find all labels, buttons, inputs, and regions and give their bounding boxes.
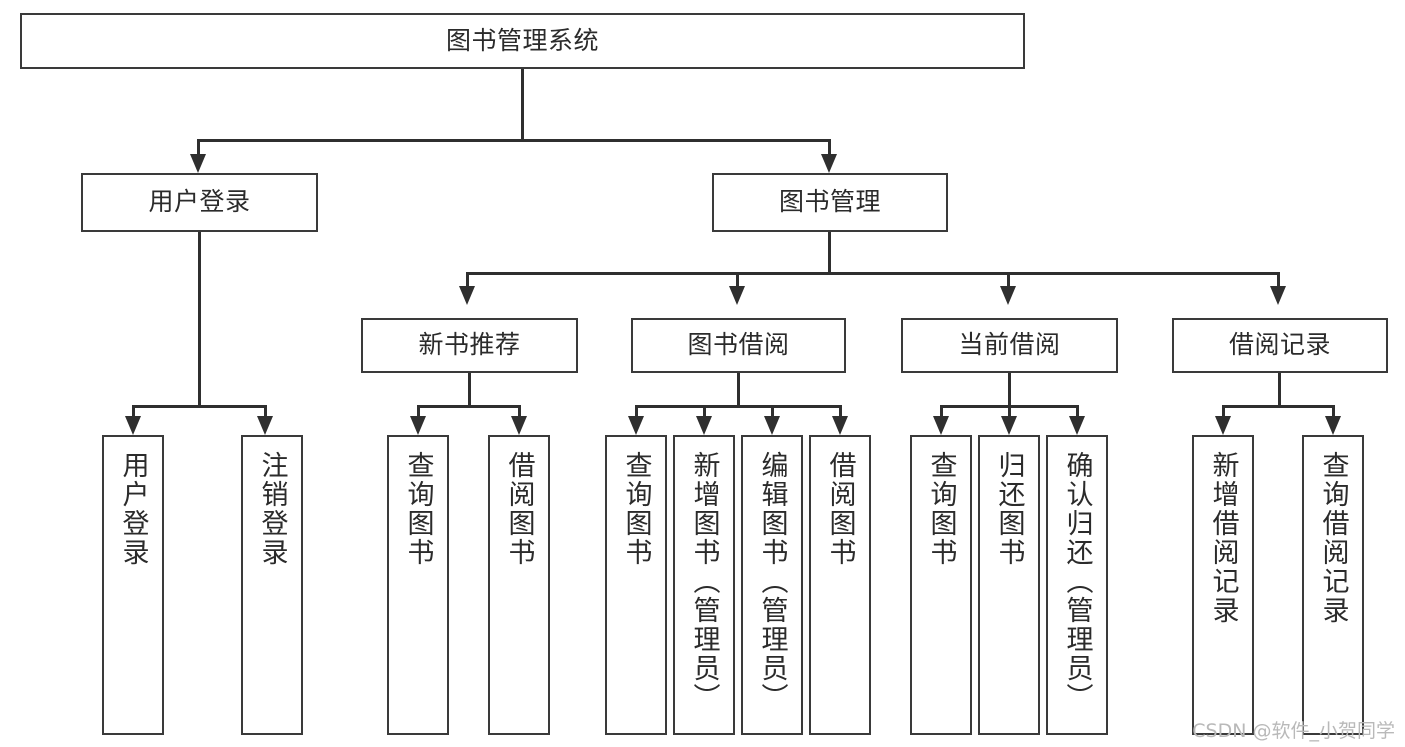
arrowhead-recommend-leaf-2 xyxy=(511,416,527,435)
arrowhead-borrow-record xyxy=(1270,286,1286,305)
connector-current-drop-1 xyxy=(940,405,943,419)
connector-bookmanage-bus xyxy=(466,272,1280,275)
leaf-logout[interactable]: 注销登录 xyxy=(241,435,303,735)
leaf-query-book-borrow[interactable]: 查询图书 xyxy=(605,435,667,735)
arrowhead-leaf-logout xyxy=(257,416,273,435)
connector-borrow-bus xyxy=(635,405,841,408)
leaf-query-book-recommend[interactable]: 查询图书 xyxy=(387,435,449,735)
connector-record-drop-1 xyxy=(1222,405,1225,419)
node-label: 查询图书 xyxy=(620,451,652,567)
connector-l3-drop-1 xyxy=(466,272,469,288)
arrowhead-record-leaf-1 xyxy=(1215,416,1231,435)
arrowhead-record-leaf-2 xyxy=(1325,416,1341,435)
arrowhead-new-book-recommend xyxy=(459,286,475,305)
watermark: CSDN @软件_小贺同学 xyxy=(1192,720,1395,742)
node-label: 注销登录 xyxy=(256,451,288,567)
connector-current-stem xyxy=(1008,373,1011,406)
node-label: 确认归还（管理员） xyxy=(1061,451,1093,712)
leaf-add-book-admin[interactable]: 新增图书（管理员） xyxy=(673,435,735,735)
connector-recommend-drop-1 xyxy=(417,405,420,419)
node-label: 用户登录 xyxy=(117,451,149,567)
node-label: 图书管理系统 xyxy=(445,25,599,55)
connector-l3-drop-4 xyxy=(1277,272,1280,288)
connector-userlogin-drop-1 xyxy=(132,405,135,419)
node-current-borrow[interactable]: 当前借阅 xyxy=(901,318,1118,373)
arrowhead-current-leaf-3 xyxy=(1069,416,1085,435)
connector-recommend-drop-2 xyxy=(518,405,521,419)
node-new-book-recommend[interactable]: 新书推荐 xyxy=(361,318,578,373)
arrowhead-borrow-leaf-2 xyxy=(696,416,712,435)
connector-userlogin-drop-2 xyxy=(264,405,267,419)
arrowhead-recommend-leaf-1 xyxy=(410,416,426,435)
node-label: 借阅图书 xyxy=(503,451,535,567)
connector-borrow-drop-1 xyxy=(635,405,638,419)
connector-recommend-bus xyxy=(417,405,520,408)
node-label: 借阅记录 xyxy=(1228,330,1331,360)
arrowhead-borrow-leaf-3 xyxy=(764,416,780,435)
node-label: 查询图书 xyxy=(925,451,957,567)
connector-userlogin-stem xyxy=(198,232,201,406)
leaf-borrow-book[interactable]: 借阅图书 xyxy=(809,435,871,735)
connector-root-drop-2 xyxy=(828,139,831,157)
connector-root-drop-1 xyxy=(197,139,200,157)
node-book-management[interactable]: 图书管理 xyxy=(712,173,948,232)
arrowhead-borrow-leaf-1 xyxy=(628,416,644,435)
leaf-query-borrow-record[interactable]: 查询借阅记录 xyxy=(1302,435,1364,735)
leaf-borrow-book-recommend[interactable]: 借阅图书 xyxy=(488,435,550,735)
connector-record-bus xyxy=(1222,405,1335,408)
leaf-return-book[interactable]: 归还图书 xyxy=(978,435,1040,735)
connector-l3-drop-3 xyxy=(1007,272,1010,288)
leaf-add-borrow-record[interactable]: 新增借阅记录 xyxy=(1192,435,1254,735)
connector-userlogin-bus xyxy=(132,405,267,408)
arrowhead-current-leaf-1 xyxy=(933,416,949,435)
node-label: 借阅图书 xyxy=(824,451,856,567)
arrowhead-current-borrow xyxy=(1000,286,1016,305)
connector-bookmanage-stem xyxy=(828,232,831,274)
connector-l3-drop-2 xyxy=(736,272,739,288)
node-label: 编辑图书（管理员） xyxy=(756,451,788,712)
connector-record-drop-2 xyxy=(1332,405,1335,419)
connector-borrow-drop-2 xyxy=(703,405,706,419)
node-label: 查询借阅记录 xyxy=(1317,451,1349,625)
node-root-book-management-system[interactable]: 图书管理系统 xyxy=(20,13,1025,69)
node-label: 图书借阅 xyxy=(687,330,790,360)
leaf-confirm-return-admin[interactable]: 确认归还（管理员） xyxy=(1046,435,1108,735)
leaf-query-book-current[interactable]: 查询图书 xyxy=(910,435,972,735)
arrowhead-user-login xyxy=(190,154,206,173)
node-label: 新增借阅记录 xyxy=(1207,451,1239,625)
arrowhead-current-leaf-2 xyxy=(1001,416,1017,435)
node-label: 归还图书 xyxy=(993,451,1025,567)
arrowhead-leaf-user-login xyxy=(125,416,141,435)
node-borrow-record[interactable]: 借阅记录 xyxy=(1172,318,1388,373)
connector-current-drop-2 xyxy=(1008,405,1011,419)
node-label: 图书管理 xyxy=(778,187,881,217)
connector-recommend-stem xyxy=(468,373,471,406)
node-user-login[interactable]: 用户登录 xyxy=(81,173,318,232)
node-label: 当前借阅 xyxy=(958,330,1061,360)
leaf-edit-book-admin[interactable]: 编辑图书（管理员） xyxy=(741,435,803,735)
leaf-user-login[interactable]: 用户登录 xyxy=(102,435,164,735)
connector-root-stem xyxy=(521,68,524,140)
connector-borrow-drop-4 xyxy=(839,405,842,419)
node-label: 新书推荐 xyxy=(418,330,521,360)
connector-record-stem xyxy=(1278,373,1281,406)
node-label: 用户登录 xyxy=(148,187,251,217)
arrowhead-book-borrow xyxy=(729,286,745,305)
arrowhead-book-manage xyxy=(821,154,837,173)
node-label: 新增图书（管理员） xyxy=(688,451,720,712)
arrowhead-borrow-leaf-4 xyxy=(832,416,848,435)
connector-root-bus xyxy=(197,139,830,142)
node-book-borrow[interactable]: 图书借阅 xyxy=(631,318,846,373)
connector-borrow-stem xyxy=(737,373,740,406)
connector-current-drop-3 xyxy=(1076,405,1079,419)
connector-borrow-drop-3 xyxy=(771,405,774,419)
node-label: 查询图书 xyxy=(402,451,434,567)
